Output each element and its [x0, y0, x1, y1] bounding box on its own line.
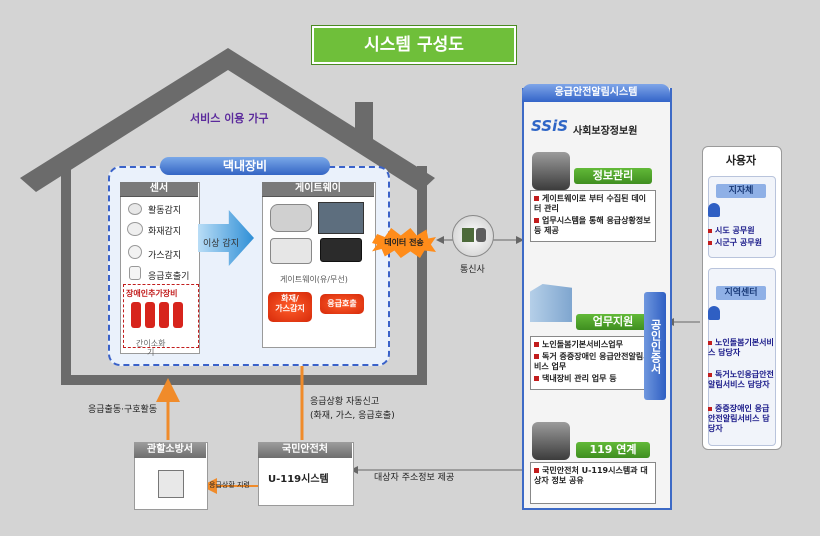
alarm-device-icon: [320, 238, 362, 262]
regional-center-label: 지역센터: [716, 286, 766, 300]
local-gov-item-1: 시도 공무원: [708, 226, 755, 236]
regional-item-2: 독거노인응급안전알림서비스 담당자: [708, 370, 774, 389]
auto-report-line1: 응급상황 자동신고: [310, 397, 380, 407]
ssis-logo: SSiS: [531, 117, 569, 135]
extinguisher-icon-1: [131, 302, 141, 328]
detect-label: 이상 감지: [203, 239, 239, 249]
house-walls: [61, 166, 427, 385]
gateway-header: 게이트웨이: [262, 182, 374, 197]
info-mgmt-title: 정보관리: [574, 168, 652, 184]
disability-equipment-label: 장애인추가장비: [126, 289, 178, 298]
sensor-icon-gas: [128, 245, 142, 259]
phone-icon-1: [270, 204, 312, 232]
house-chimney: [355, 102, 373, 142]
sensor-item-gas: 가스감지: [148, 251, 182, 261]
work-support-title: 업무지원: [576, 314, 650, 330]
work-bullet-2: 독거 중증장애인 응급안전알림서비스 업무: [534, 352, 651, 371]
emergency-dispatch-text: 응급출동·구호활동: [88, 405, 158, 415]
address-provide-text: 대상자 주소정보 제공: [374, 473, 455, 483]
sensor-icon-emergency-call: [129, 266, 141, 280]
house-label: 서비스 이용 가구: [190, 112, 269, 125]
server-icon: [462, 228, 474, 242]
work-bullet-1: 노인돌봄기본서비스업무: [534, 340, 652, 350]
sensor-item-fire: 화재감지: [148, 227, 182, 237]
emergency-order-text: 응급상황 지령: [209, 481, 250, 489]
user-avatar-icon-1: [708, 203, 720, 217]
telecom-label: 통신사: [460, 265, 485, 275]
work-support-box: [530, 336, 656, 390]
nema-header: 국민안전처: [258, 442, 352, 458]
info-mgmt-bullet-1: 게이트웨이로 부터 수집된 데이터 관리: [534, 194, 647, 213]
local-gov-item-2: 시군구 공무원: [708, 238, 762, 248]
user-avatar-icon-2: [708, 306, 720, 320]
disability-caption-2: 기: [147, 348, 155, 357]
extinguisher-icon-4: [173, 302, 183, 328]
sensor-item-emergency-call: 응급호출기: [148, 272, 190, 282]
work-server-icon: [530, 284, 572, 322]
link119-bullet-1: 국민안전처 U-119시스템과 대상자 정보 공유: [534, 466, 648, 485]
sensor-icon-activity: [128, 203, 142, 215]
info-mgmt-box: [530, 190, 656, 242]
extinguisher-icon-2: [145, 302, 155, 328]
extinguisher-icon-3: [159, 302, 169, 328]
gateway-caption: 게이트웨이(유/무선): [280, 275, 348, 284]
db-icon: [476, 228, 486, 242]
gateway-device-icon: [318, 202, 364, 234]
auto-report-line2: (화재, 가스, 응급호출): [310, 411, 395, 421]
nema-system: U-119시스템: [268, 474, 329, 485]
home-equipment-label: 댁내장비: [160, 157, 330, 175]
sensor-item-activity: 활동감지: [148, 206, 182, 216]
db-stack-icon-2: [532, 422, 570, 460]
users-header: 사용자: [725, 154, 757, 167]
btn-fire-gas: 화재/ 가스감지: [266, 290, 314, 324]
regional-item-3: 중증장애인 응급안전알림서비스 담당자: [708, 404, 770, 433]
db-stack-icon-1: [532, 152, 570, 190]
sensor-header: 센서: [120, 182, 198, 197]
btn-emergency: 응급호출: [318, 292, 366, 316]
certificate-bar: 공인인증서: [644, 292, 666, 400]
local-gov-label: 지자체: [716, 184, 766, 198]
link119-box: [530, 462, 656, 504]
work-bullet-3: 댁내장비 관리 업무 등: [534, 374, 652, 384]
fire-station-header: 관할소방서: [134, 442, 206, 458]
info-mgmt-bullet-2: 업무시스템을 통해 응급상황정보 등 제공: [534, 216, 651, 235]
phone-icon-2: [270, 238, 312, 264]
center-header: 응급안전알림시스템: [522, 84, 670, 102]
ssis-logo-text: 사회보장정보원: [573, 126, 638, 137]
building-icon: [158, 470, 184, 498]
disability-caption: 간이소화: [136, 339, 166, 348]
diagram-title: 시스템 구성도: [312, 26, 516, 64]
sensor-icon-fire: [127, 222, 143, 236]
link119-title: 119 연계: [576, 442, 650, 458]
regional-item-1: 노인돌봄기본서비스 담당자: [708, 338, 774, 357]
